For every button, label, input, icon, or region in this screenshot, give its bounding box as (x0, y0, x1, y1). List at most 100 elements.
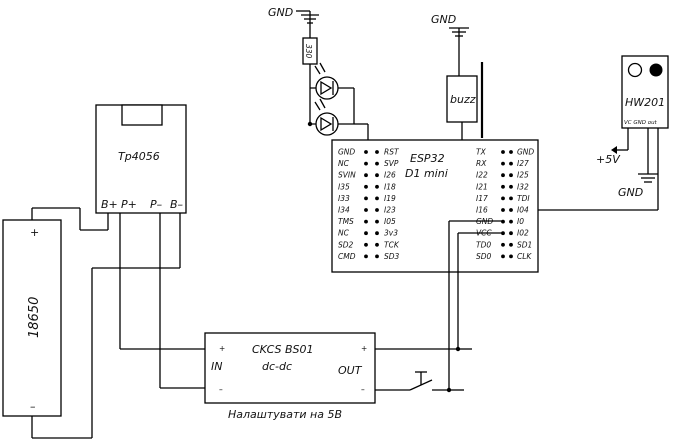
esp-pin-dot-left_a-6 (364, 219, 368, 224)
wiring (31, 207, 503, 439)
esp-pin-dot-right_a-8 (501, 242, 505, 247)
esp-pin-right_a-5: I16 (476, 206, 488, 215)
dcdc-in-plus: + (219, 344, 225, 353)
gnd-label-top-mid: GND (431, 13, 456, 26)
esp-pin-left_b-3: I18 (384, 182, 396, 191)
esp-pin-dot-right_a-0 (501, 150, 505, 154)
vcc5-label: +5V (596, 153, 621, 166)
esp-pin-dot-left_b-3 (375, 184, 379, 189)
charger-pin-bplus: B+ (101, 198, 118, 211)
esp-pin-dot-right_b-1 (509, 161, 513, 166)
esp-pin-dot-right_b-7 (509, 231, 513, 236)
esp-subtitle: D1 mini (405, 167, 448, 180)
esp-pin-left_b-8: TCK (384, 240, 400, 249)
esp-pin-right_b-3: I32 (517, 182, 529, 191)
battery-plus: + (30, 226, 39, 239)
esp-pin-left_a-3: I35 (338, 182, 350, 191)
dcdc-converter: CKCS BS01 dc-dc IN OUT + – + – Налаштува… (204, 332, 376, 421)
esp-pin-left_a-5: I34 (338, 206, 350, 215)
esp-pin-dot-left_a-4 (364, 196, 368, 201)
esp-pin-right_b-0: GND (517, 148, 534, 157)
esp-pin-dot-right_b-9 (509, 254, 513, 259)
dcdc-title: CKCS BS01 (252, 343, 314, 356)
gnd-label-right: GND (618, 186, 643, 199)
gnd-label-top-left: GND (268, 6, 293, 19)
esp-pin-dot-right_b-3 (509, 184, 513, 189)
esp-pin-right_b-7: I02 (517, 229, 529, 238)
esp-pin-dot-left_a-5 (364, 208, 368, 212)
esp-pin-dot-left_b-6 (375, 219, 379, 224)
esp-pin-dot-left_a-7 (364, 231, 368, 236)
sensor-label: HW201 (625, 96, 665, 109)
esp-pin-dot-left_a-9 (364, 254, 368, 259)
dcdc-out: OUT (338, 364, 363, 377)
esp-pin-dot-left_b-8 (375, 242, 379, 247)
esp-pin-left_a-6: TMS (338, 217, 354, 226)
esp-pin-right_b-5: I04 (517, 206, 529, 215)
dcdc-out-plus: + (361, 344, 367, 353)
esp-pin-left_b-5: I23 (384, 206, 396, 215)
esp-pin-dot-right_a-4 (501, 196, 505, 201)
esp-pin-left_b-0: RST (384, 148, 400, 157)
charger-pin-pminus: P– (150, 198, 163, 211)
esp-pin-dot-left_b-7 (375, 231, 379, 236)
esp-pin-left_b-7: 3v3 (384, 229, 398, 238)
esp-pin-dot-left_b-0 (375, 150, 379, 154)
esp-pin-dot-right_a-3 (501, 184, 505, 189)
buzzer-label: buzz (450, 93, 476, 106)
esp-pin-dot-right_a-9 (501, 254, 505, 259)
esp-pin-right_b-9: CLK (517, 252, 532, 261)
esp-pin-dot-right_a-5 (501, 208, 505, 212)
charger-pin-bminus: B– (170, 198, 184, 211)
power-switch (375, 371, 449, 391)
esp-pin-dot-left_a-8 (364, 242, 368, 247)
esp-pin-right_a-2: I22 (476, 171, 488, 180)
esp-pin-left_a-2: SVIN (338, 171, 356, 180)
esp-pin-right_b-8: SD1 (517, 240, 532, 249)
esp-pin-right_b-4: TDI (517, 194, 530, 203)
esp-pin-left_a-7: NC (338, 229, 350, 238)
esp-pin-dot-left_a-3 (364, 184, 368, 189)
esp-pin-right_a-0: TX (476, 148, 487, 157)
esp-pin-left_b-4: I19 (384, 194, 396, 203)
resistor-330: 330 (302, 30, 318, 88)
sensor-pins-label: VC GND out (624, 120, 658, 126)
esp-pin-left_a-1: NC (338, 159, 350, 168)
dcdc-note: Налаштувати на 5В (228, 408, 342, 421)
esp-pin-dot-right_b-5 (509, 208, 513, 212)
esp-pin-right_a-3: I21 (476, 182, 488, 191)
esp-pin-dot-left_b-5 (375, 208, 379, 212)
esp-title: ESP32 (410, 152, 445, 165)
esp-pin-left_b-1: SVP (384, 159, 399, 168)
esp-pin-dot-right_b-6 (509, 219, 513, 224)
battery-label: 18650 (27, 297, 42, 338)
esp-pin-left_a-8: SD2 (338, 240, 354, 249)
esp-pin-dot-right_b-4 (509, 196, 513, 201)
resistor-label: 330 (304, 44, 313, 59)
esp-pin-left_a-9: CMD (338, 252, 356, 261)
esp-pin-dot-left_a-1 (364, 161, 368, 166)
esp-pin-left_b-9: SD3 (384, 252, 400, 261)
dcdc-out-minus: – (361, 385, 365, 394)
esp-pin-left_b-2: I26 (384, 171, 396, 180)
esp-pin-right_a-9: SD0 (476, 252, 492, 261)
esp-pin-dot-left_a-2 (364, 173, 368, 178)
led-lower (314, 98, 339, 136)
charger-pin-pplus: P+ (121, 198, 137, 211)
esp-pin-right_a-8: TD0 (476, 240, 491, 249)
esp-pin-dot-right_b-8 (509, 242, 513, 247)
led-upper (314, 62, 339, 100)
esp-pin-right_b-6: I0 (517, 217, 524, 226)
esp-pin-dot-left_b-4 (375, 196, 379, 201)
esp-pin-left_a-4: I33 (338, 194, 350, 203)
esp-pin-dot-right_a-2 (501, 173, 505, 178)
esp-pin-dot-right_b-2 (509, 173, 513, 178)
esp-pin-right_b-1: I27 (517, 159, 529, 168)
sensor-hw201: HW201 VC GND out +5V (512, 55, 669, 211)
dcdc-in: IN (211, 360, 222, 373)
esp-pin-right_a-4: I17 (476, 194, 488, 203)
ground-symbol-top-left: GND (268, 6, 319, 30)
esp-pin-dot-right_a-1 (501, 161, 505, 166)
